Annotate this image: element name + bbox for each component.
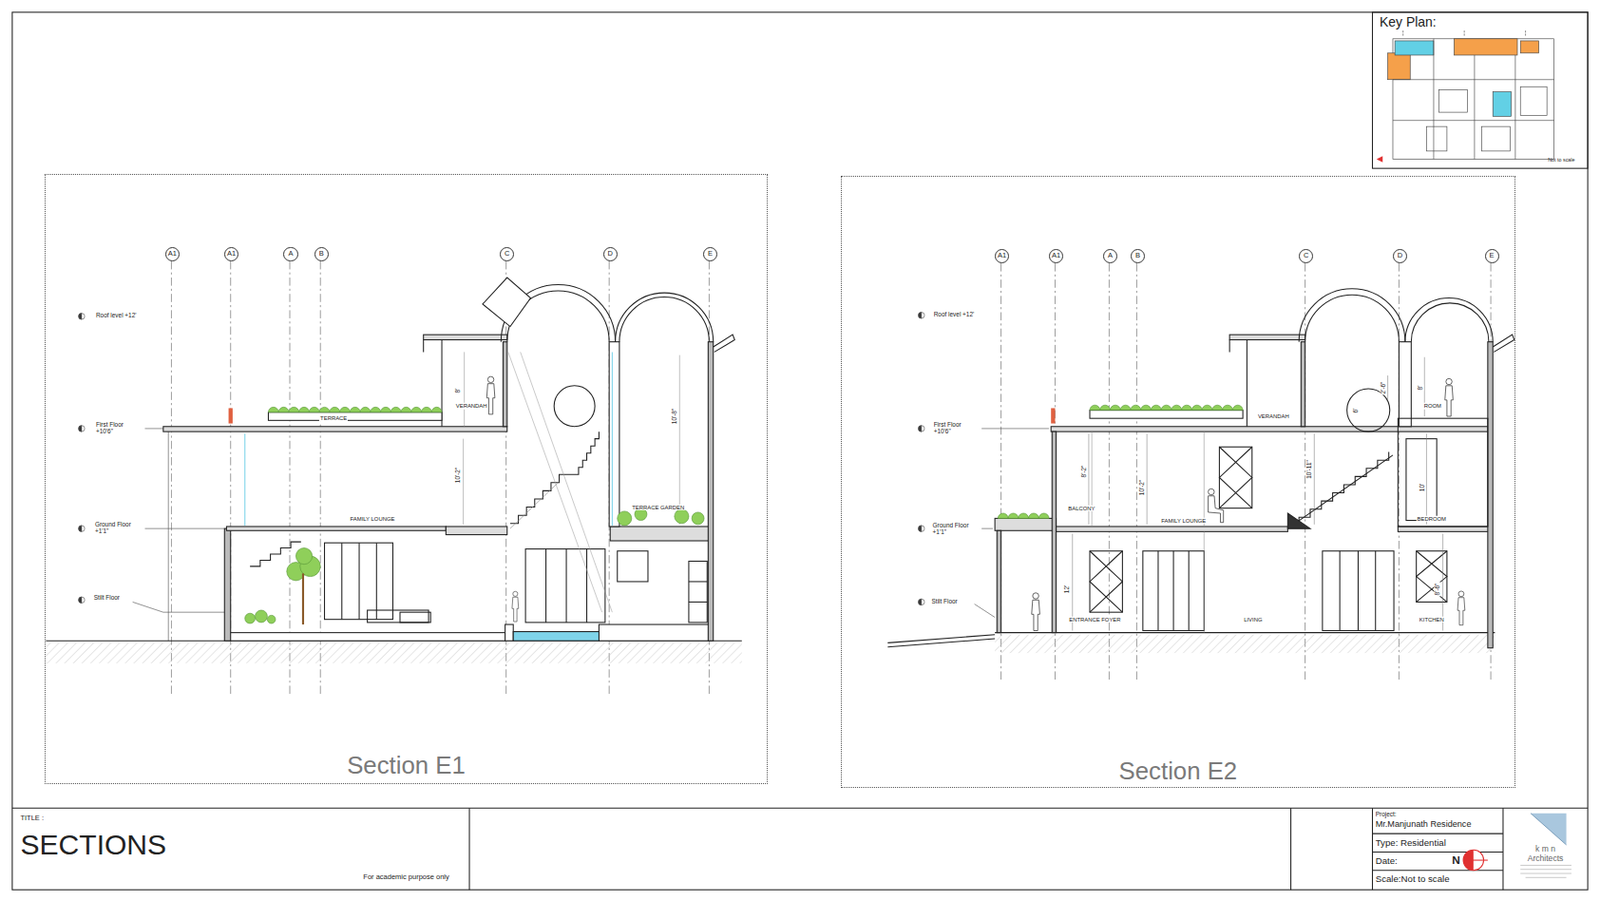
dimension: 8' xyxy=(1416,384,1424,392)
section-caption: Section E1 xyxy=(45,751,766,779)
sheet-frame xyxy=(12,12,1588,890)
grid-bubble: E xyxy=(703,247,718,262)
room-label: BALCONY xyxy=(1066,505,1096,512)
field-label: Project: xyxy=(1375,810,1397,818)
section-e2-drawing xyxy=(887,263,1514,682)
room-label: ROOM xyxy=(1423,402,1443,409)
grid-bubble: A xyxy=(283,247,298,262)
grid-label: B xyxy=(1131,251,1144,260)
level-label: Ground Floor +1'1" xyxy=(94,520,139,534)
grid-bubble: A xyxy=(1103,248,1118,264)
grid-label: A1 xyxy=(225,249,238,258)
title-cell: TITLE : SECTIONS For academic purpose only xyxy=(12,808,470,891)
room-label: VERANDAH xyxy=(455,402,489,409)
project-cell: Project:Mr.Manjunath Residence xyxy=(1372,808,1504,835)
dimension: 10'-11" xyxy=(1305,458,1313,480)
grid-bubble: C xyxy=(1298,248,1314,264)
sheet-title: SECTIONS xyxy=(19,828,167,860)
grid-label: C xyxy=(1299,251,1313,260)
room-label: VERANDAH xyxy=(1257,413,1291,420)
dimension: 2'-6" xyxy=(1380,380,1388,396)
room-label: BEDROOM xyxy=(1416,514,1448,521)
grid-label: B xyxy=(315,249,328,258)
dimension: 10'-8" xyxy=(670,407,678,425)
section-frame: Section E2 A1 A1 A B C D E xyxy=(840,175,1516,788)
dimension: 8'-6" xyxy=(1434,581,1442,596)
panel-heading: Key Plan: xyxy=(1379,15,1437,30)
dimension: 10' xyxy=(1419,482,1427,493)
grid-bubble: A1 xyxy=(224,247,239,262)
grid-label: A xyxy=(1104,251,1117,260)
field-label: Date: xyxy=(1375,856,1398,867)
note: For academic purpose only xyxy=(362,873,449,881)
dimension: 8'-2" xyxy=(1080,464,1087,479)
dimension: 10'-2" xyxy=(1138,478,1145,496)
field-value: Type: Residential xyxy=(1375,838,1447,849)
date-cell: Date: xyxy=(1372,852,1453,871)
grid-label: A xyxy=(284,249,297,258)
room-label: TERRACE xyxy=(319,415,348,421)
dimension: 10'-2" xyxy=(455,466,462,484)
grid-label: E xyxy=(704,249,717,258)
grid-bubble: E xyxy=(1485,248,1500,264)
grid-label: D xyxy=(1393,251,1407,260)
firm-mark: k m n xyxy=(1503,844,1588,854)
room-label: FAMILY LOUNGE xyxy=(349,514,397,521)
dimension: 8' xyxy=(455,387,462,395)
grid-label: C xyxy=(500,249,514,258)
grid-bubble: A1 xyxy=(165,247,180,262)
grid-bubble: D xyxy=(1392,248,1408,264)
grid-bubble: A1 xyxy=(994,248,1010,264)
grid-bubble: B xyxy=(314,247,329,262)
level-label: Stilt Floor xyxy=(931,597,971,605)
grid-label: A1 xyxy=(166,249,179,258)
dimension: 12' xyxy=(1064,583,1071,593)
level-label: First Floor +10'6" xyxy=(95,420,138,435)
grid-bubble: C xyxy=(499,247,515,262)
grid-label: A1 xyxy=(1049,251,1063,260)
section-e1-drawing xyxy=(45,261,742,694)
field-value: Scale:Not to scale xyxy=(1375,874,1450,885)
level-label: Roof level +12' xyxy=(95,311,138,319)
dimension: 6' xyxy=(1352,406,1360,414)
level-label: First Floor +10'6" xyxy=(933,420,976,435)
firm-name: Architects xyxy=(1503,854,1588,863)
room-label: ENTRANCE FOYER xyxy=(1067,616,1122,623)
grid-bubble: D xyxy=(603,247,618,262)
grid-label: E xyxy=(1485,251,1499,260)
scale-note: Not to scale xyxy=(1547,157,1575,164)
room-label: LIVING xyxy=(1242,616,1263,623)
key-plan-panel: Key Plan: Not to scale xyxy=(1372,12,1589,169)
level-label: Stilt Floor xyxy=(93,594,133,602)
north-arrow xyxy=(1463,849,1488,870)
level-label: Roof level +12' xyxy=(933,310,976,318)
section-frame: Section E1 A1 A1 A B C D E xyxy=(44,173,767,784)
key-plan-drawing xyxy=(1376,30,1555,162)
grid-bubble: A1 xyxy=(1048,248,1064,264)
grid-label: A1 xyxy=(995,251,1009,260)
grid-label: D xyxy=(604,249,617,258)
room-label: FAMILY LOUNGE xyxy=(1160,516,1207,523)
scale-cell: Scale:Not to scale xyxy=(1372,870,1504,890)
north-label: N xyxy=(1450,854,1462,867)
room-label: KITCHEN xyxy=(1418,616,1446,623)
section-caption: Section E2 xyxy=(841,757,1515,784)
room-label: TERRACE GARDEN xyxy=(630,504,686,511)
type-cell: Type: Residential xyxy=(1372,833,1504,852)
level-label: Ground Floor +1'1" xyxy=(932,521,977,535)
grid-bubble: B xyxy=(1130,248,1145,264)
project-name: Mr.Manjunath Residence xyxy=(1375,819,1472,829)
logo-cell: k m nArchitects xyxy=(1503,808,1588,891)
field-label: TITLE : xyxy=(19,814,44,822)
